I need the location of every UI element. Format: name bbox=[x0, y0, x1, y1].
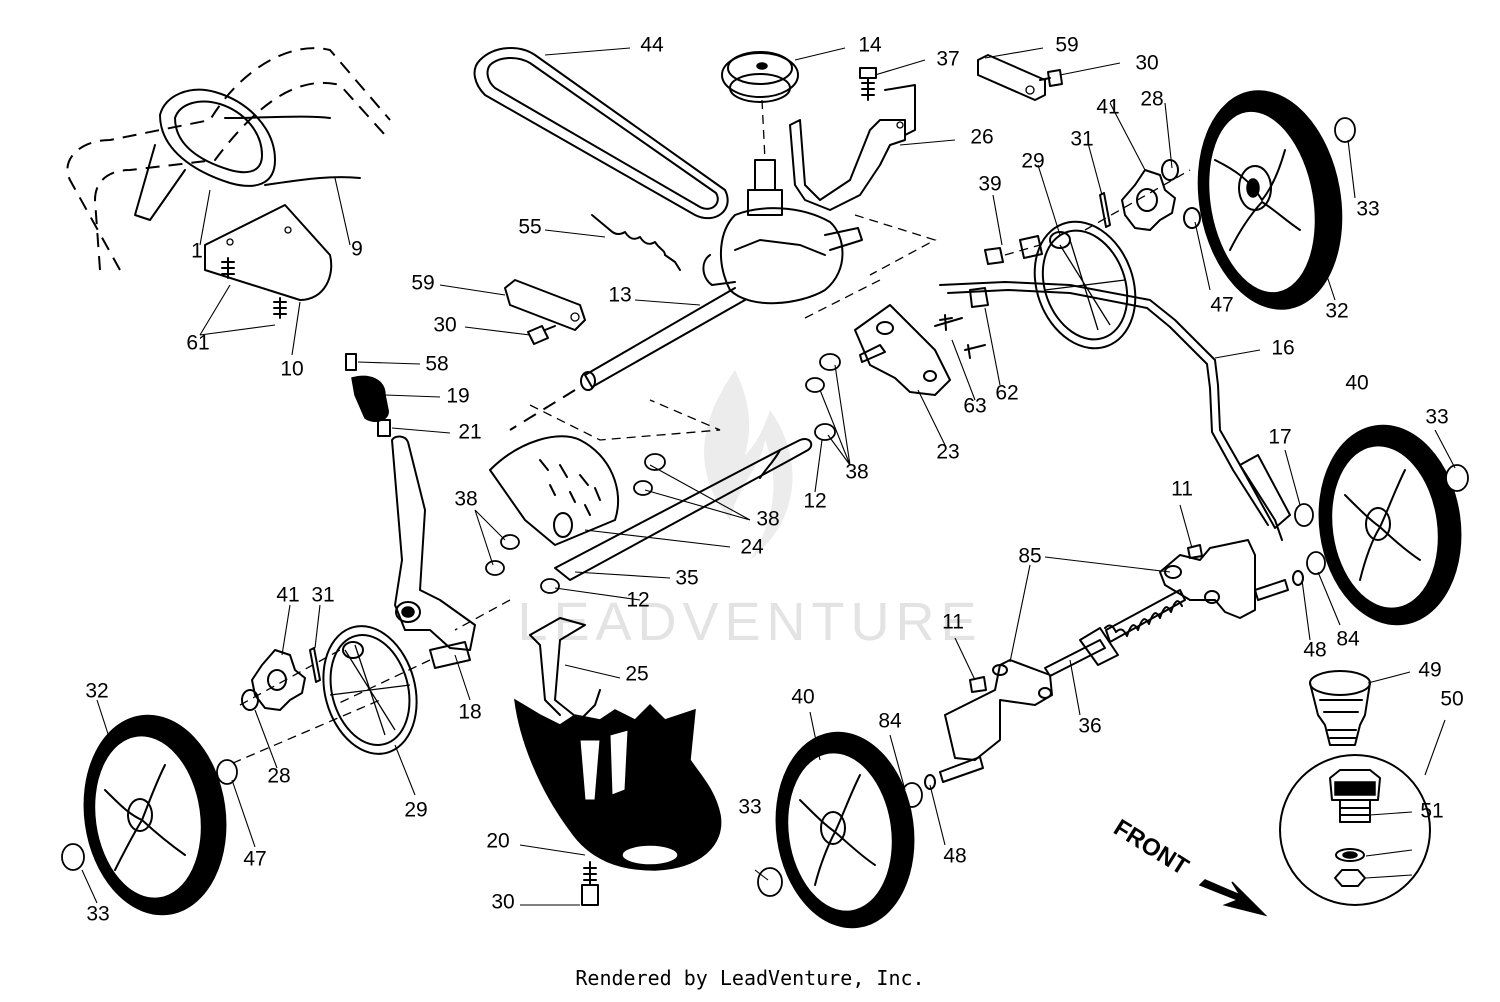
callout-28-left: 28 bbox=[267, 765, 290, 788]
callout-36: 36 bbox=[1078, 715, 1101, 738]
callout-85: 85 bbox=[1018, 545, 1041, 568]
callout-21: 21 bbox=[458, 421, 481, 444]
wheel-32-right bbox=[1197, 90, 1356, 310]
callout-34-right: 48 bbox=[1303, 639, 1326, 662]
callout-61: 61 bbox=[186, 332, 209, 355]
hub-29-right bbox=[984, 220, 1137, 350]
callout-12-low: 12 bbox=[626, 589, 649, 612]
callout-29-left: 29 bbox=[404, 799, 427, 822]
callout-24: 24 bbox=[740, 536, 764, 559]
callout-59-left: 59 bbox=[411, 272, 434, 295]
callout-63: 63 bbox=[963, 395, 986, 418]
callout-33-right: 33 bbox=[1425, 406, 1448, 429]
callout-12-mid: 12 bbox=[803, 490, 826, 513]
callout-19: 19 bbox=[446, 385, 469, 408]
wheel-40-front bbox=[757, 731, 915, 929]
callout-31-right: 31 bbox=[1070, 128, 1093, 151]
baffle-25 bbox=[529, 617, 601, 721]
callout-labels: 1 9 10 61 44 14 37 59 30 26 55 59 30 13 … bbox=[85, 34, 1463, 926]
callout-30-bottom: 30 bbox=[491, 891, 514, 914]
gear-41-right bbox=[1084, 159, 1201, 231]
bracket-26 bbox=[789, 67, 916, 211]
rear-axle-rod bbox=[454, 438, 813, 631]
callout-25: 25 bbox=[625, 663, 648, 686]
callout-44: 44 bbox=[640, 34, 664, 57]
belt bbox=[473, 47, 729, 220]
kit-48 bbox=[1279, 754, 1431, 906]
callout-62: 62 bbox=[995, 382, 1018, 405]
callout-9: 9 bbox=[351, 238, 363, 261]
callout-30-left: 30 bbox=[433, 314, 456, 337]
callout-84: 49 bbox=[1418, 659, 1441, 682]
plate-59-right bbox=[977, 54, 1063, 101]
callout-41-right: 41 bbox=[1096, 96, 1119, 119]
callout-59-right: 59 bbox=[1055, 34, 1078, 57]
callout-39: 39 bbox=[978, 173, 1001, 196]
bracket-23 bbox=[854, 287, 989, 396]
callout-16: 16 bbox=[1271, 337, 1294, 360]
plate-59-left bbox=[504, 279, 586, 345]
height-lever-16 bbox=[939, 281, 1291, 541]
callout-10: 10 bbox=[280, 358, 303, 381]
callout-11-right: 11 bbox=[1171, 478, 1193, 501]
callout-34-front: 48 bbox=[943, 845, 966, 868]
front-axle-assembly bbox=[901, 539, 1326, 808]
callout-15-right: 84 bbox=[1336, 628, 1360, 651]
callout-35: 35 bbox=[675, 567, 698, 590]
wheel-adapter-84 bbox=[1309, 670, 1371, 746]
callout-41-left: 41 bbox=[276, 584, 299, 607]
spring-55 bbox=[591, 214, 681, 271]
callout-20: 20 bbox=[486, 830, 509, 853]
callout-33-front: 33 bbox=[738, 796, 761, 819]
front-label: FRONT bbox=[1109, 814, 1194, 881]
callout-29-right: 29 bbox=[1021, 150, 1044, 173]
callout-58: 58 bbox=[425, 353, 448, 376]
deflector-24 bbox=[489, 435, 620, 546]
callout-33-left: 33 bbox=[86, 903, 109, 926]
wheel-32-left bbox=[61, 714, 238, 916]
callout-13: 13 bbox=[608, 284, 631, 307]
leader-lines bbox=[81, 47, 1456, 906]
callout-11-front: 11 bbox=[942, 611, 964, 634]
watermark: LEADVENTURE bbox=[517, 370, 982, 652]
left-pivot-arm bbox=[334, 435, 476, 706]
callout-38-left: 38 bbox=[454, 488, 477, 511]
callout-15-front: 84 bbox=[878, 710, 902, 733]
height-adjust-knob bbox=[345, 353, 391, 437]
callout-38-mid: 38 bbox=[756, 508, 779, 531]
callout-47-right: 47 bbox=[1210, 294, 1233, 317]
callout-33-top: 33 bbox=[1356, 198, 1379, 221]
deflector-20 bbox=[514, 698, 722, 906]
callout-23: 23 bbox=[936, 441, 959, 464]
watermark-text: LEADVENTURE bbox=[517, 592, 982, 652]
callout-30-top: 30 bbox=[1135, 52, 1158, 75]
callout-18: 18 bbox=[458, 701, 481, 724]
footer-credit: Rendered by LeadVenture, Inc. bbox=[575, 966, 925, 990]
callout-40-right: 40 bbox=[1345, 372, 1368, 395]
transmission-assembly bbox=[509, 51, 937, 441]
handle-assembly bbox=[66, 47, 391, 319]
callout-26: 26 bbox=[970, 126, 993, 149]
hub-29-left bbox=[204, 625, 418, 776]
callout-40-front: 40 bbox=[791, 686, 814, 709]
callout-17: 17 bbox=[1268, 426, 1291, 449]
callout-28-right: 28 bbox=[1140, 88, 1163, 111]
wheel-40-right bbox=[1294, 424, 1469, 626]
callout-48: 50 bbox=[1440, 688, 1463, 711]
callout-38-right: 38 bbox=[845, 461, 868, 484]
callout-32-left: 32 bbox=[85, 680, 108, 703]
callout-32-right: 32 bbox=[1325, 300, 1348, 323]
front-arrow: FRONT bbox=[1109, 814, 1268, 917]
callout-47-left: 47 bbox=[243, 848, 266, 871]
callout-14: 14 bbox=[858, 34, 882, 57]
callout-31-left: 31 bbox=[311, 584, 334, 607]
callout-55: 55 bbox=[518, 216, 541, 239]
fasteners-38 bbox=[485, 353, 841, 594]
callout-49: 51 bbox=[1420, 800, 1443, 823]
callout-37: 37 bbox=[936, 48, 959, 71]
callout-1: 1 bbox=[191, 240, 203, 263]
